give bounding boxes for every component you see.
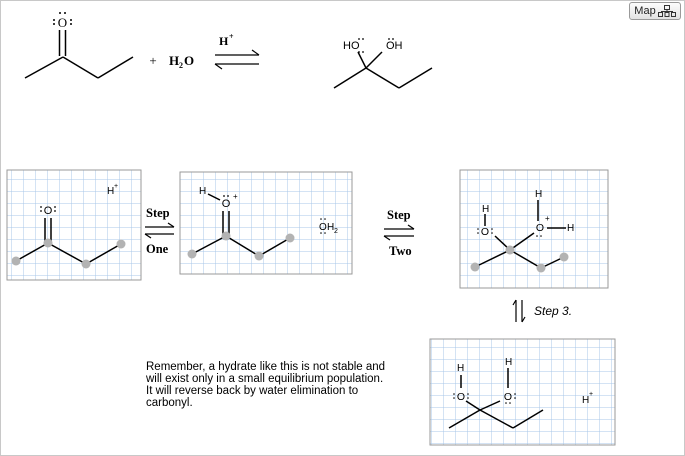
acid-catalyst-charge: + <box>229 32 234 41</box>
water-h: H <box>169 53 179 68</box>
acid-catalyst: H <box>219 34 229 48</box>
step-one-word2: One <box>146 242 169 256</box>
panel1-oxygen: O <box>44 205 53 217</box>
panel1-proton: H <box>107 186 114 197</box>
note-line-1: Remember, a hydrate like this is not sta… <box>146 361 386 373</box>
map-button-label: Map <box>634 5 656 17</box>
atom-markers <box>11 238 126 269</box>
panel1-proton-charge: + <box>114 183 118 190</box>
panel2-oxygen: O <box>222 198 231 210</box>
panel4-o-left: O <box>457 391 465 403</box>
step-two-arrows <box>383 224 415 241</box>
lone-pairs <box>53 12 72 25</box>
panel4-h-left: H <box>457 363 464 374</box>
butanone-oxygen: O <box>58 15 67 30</box>
panel3-h-right: H <box>567 223 574 234</box>
note-line-3: It will reverse back by water eliminatio… <box>146 385 359 397</box>
free-water: O H 2 <box>319 218 338 235</box>
panel4-o-right: O <box>504 391 512 403</box>
panel4-h-right: H <box>505 357 512 368</box>
free-water-h: H <box>327 222 334 233</box>
note-line-4: carbonyl. <box>146 397 193 409</box>
panel3-o-left: O <box>481 226 489 238</box>
panel4-proton-charge: + <box>589 391 593 398</box>
panel-hydrate-product: H O H O H + <box>429 338 616 446</box>
hydrate-note: Remember, a hydrate like this is not sta… <box>146 361 416 409</box>
water-o: O <box>184 53 194 68</box>
hydrate-skeleton <box>333 51 433 89</box>
free-water-o: O <box>319 222 327 233</box>
step-one-label: Step One <box>144 206 175 256</box>
step-two-word1: Step <box>387 208 411 222</box>
panel2-h: H <box>199 186 206 197</box>
equilibrium-arrows <box>214 49 260 70</box>
step-one-arrows <box>144 222 175 239</box>
top-reaction: O + H 2 O H + HO OH <box>24 12 433 89</box>
step-two-label: Step Two <box>383 208 415 258</box>
panel-oxonium-intermediate: H O H O + H <box>459 169 609 289</box>
panel3-h-left: H <box>482 204 489 215</box>
panel-protonated-carbonyl: H O + <box>179 171 353 275</box>
hydrate-left-oh: HO <box>343 40 360 52</box>
step-three-label: Step 3. <box>534 304 573 318</box>
butanone-skeleton <box>24 30 134 79</box>
panel2-charge: + <box>233 192 238 201</box>
step-three-arrows <box>512 299 526 323</box>
plus-sign: + <box>149 53 156 68</box>
free-water-sub: 2 <box>334 228 338 235</box>
hydrate-right-oh: OH <box>386 40 403 52</box>
water-subscript: 2 <box>179 61 183 70</box>
map-button[interactable]: Map <box>629 2 681 20</box>
panel4-proton: H <box>582 395 589 406</box>
panel-protonation-start: O H + <box>6 169 142 281</box>
hierarchy-icon <box>657 5 676 17</box>
panel3-o-right: O <box>536 222 544 234</box>
step-two-word2: Two <box>389 244 412 258</box>
panel3-h-top: H <box>535 189 542 200</box>
panel3-charge: + <box>545 214 550 223</box>
step-one-word1: Step <box>146 206 170 220</box>
note-line-2: will exist only in a small equilibrium p… <box>146 373 384 385</box>
